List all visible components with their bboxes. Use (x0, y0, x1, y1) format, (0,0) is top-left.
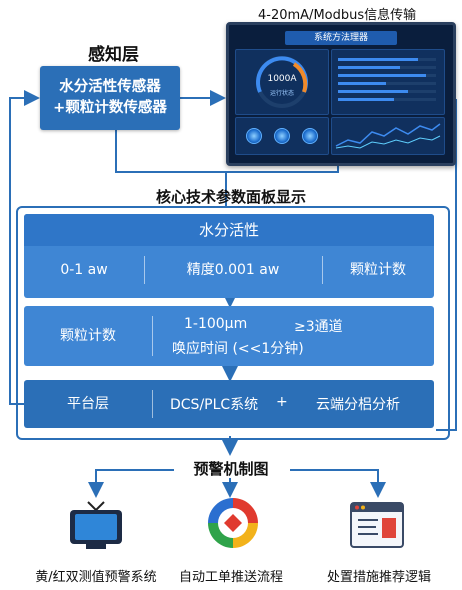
warning-title: 预警机制图 (193, 460, 269, 478)
metric-bar (338, 98, 394, 101)
tv-monitor-icon (66, 496, 126, 552)
response-time: 唤应时间 (<<1分钟) (172, 341, 304, 357)
arrow-to-warn-1 (88, 469, 174, 498)
core-panel-title: 核心技术参数面板显示 (155, 188, 306, 206)
gauge-panel: 1000A 运行状态 (235, 49, 329, 115)
metric-bar (338, 82, 386, 85)
aw-range: 0-1 aw (60, 262, 108, 278)
protocol-label: 4-20mA/Modbus信息传输 (258, 8, 417, 23)
water-activity-row: 水分活性 0-1 aw 精度0.001 aw 颗粒计数 (24, 214, 434, 298)
arrow-to-warn-3 (290, 469, 386, 498)
dcs-plc-label: DCS/PLC系统 (170, 397, 259, 413)
cloud-analysis-label: 云端分梠分析 (316, 397, 400, 413)
bars-panel (331, 49, 445, 115)
status-knob-icon (274, 128, 290, 144)
dashboard-monitor: 系统方法理器 1000A 运行状态 (226, 22, 456, 166)
particle-channels: ≥3通道 (294, 319, 343, 335)
gauge-value: 1000A (267, 74, 297, 84)
aw-precision: 精度0.001 aw (186, 262, 280, 278)
particle-count-row: 颗粒计数 1-100μm ≥3通道 唤应时间 (<<1分钟) (24, 306, 434, 366)
metric-bar (338, 90, 408, 93)
line-sensor-to-core (115, 130, 227, 206)
warn-label-1: 黄/红双测值预警系统 (35, 570, 157, 585)
metric-bar (338, 66, 400, 69)
metric-bar (338, 58, 418, 61)
core-panel-frame (16, 206, 450, 440)
sensing-layer-label: 感知层 (88, 45, 139, 65)
trend-panel (331, 117, 445, 155)
status-knob-icon (246, 128, 262, 144)
gauge-sub: 运行状态 (269, 90, 294, 97)
trend-chart-icon (335, 123, 441, 149)
sensor-line-2: +颗粒计数传感器 (53, 100, 167, 116)
particle-range: 1-100μm (184, 316, 248, 332)
knob-panel (235, 117, 329, 155)
document-window-icon (348, 500, 406, 550)
platform-layer-label: 平台层 (67, 396, 109, 412)
particle-count-cell: 颗粒计数 (350, 262, 406, 278)
plus-sign: + (276, 394, 288, 410)
gauge-icon (256, 56, 308, 108)
water-activity-header: 水分活性 (24, 214, 434, 246)
sensor-box: 水分活性传感器 +颗粒计数传感器 (40, 66, 180, 130)
metric-bar (338, 74, 426, 77)
warn-label-3: 处置措施推荐逻辑 (326, 570, 431, 585)
particle-count-label: 颗粒计数 (60, 328, 116, 344)
workflow-logo-icon (204, 494, 262, 552)
sensor-line-1: 水分活性传感器 (59, 79, 161, 95)
warn-label-2: 自动工单推送流程 (178, 570, 283, 585)
platform-row: 平台层 DCS/PLC系统 + 云端分梠分析 (24, 380, 434, 428)
status-knob-icon (302, 128, 318, 144)
dashboard-title: 系统方法理器 (285, 31, 397, 45)
